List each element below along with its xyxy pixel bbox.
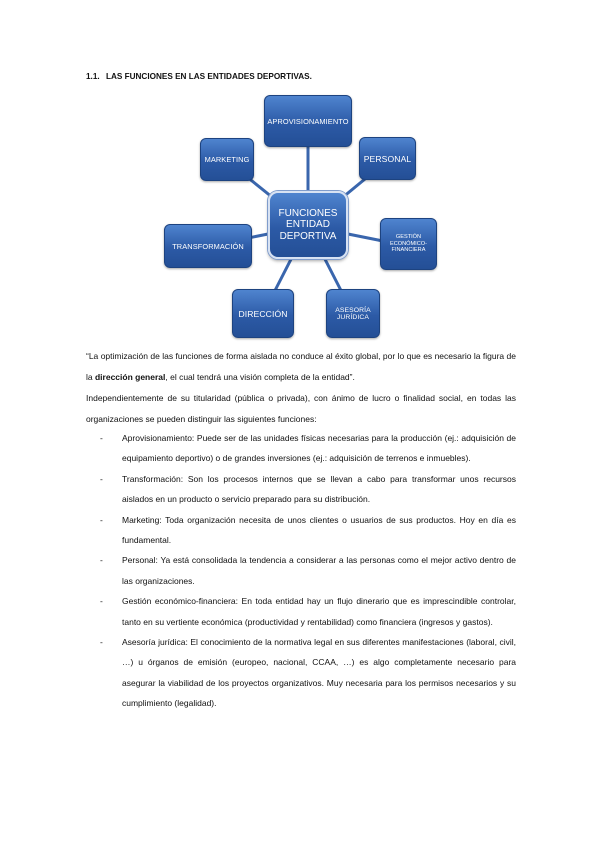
diagram-connectors (206, 123, 410, 314)
list-item-text: Marketing: Toda organización necesita de… (122, 514, 516, 546)
bullet-dash: - (100, 433, 103, 443)
list-item-text: Personal: Ya está consolidada la tendenc… (122, 555, 516, 586)
node-gestion-line-1: GESTIÓN (395, 233, 422, 240)
node-gestion-line-2: ECONÓMICO- (390, 240, 427, 247)
node-gestion-line-3: FINANCIERA (391, 247, 426, 254)
quote-text-start: “La optimización de las funciones de for… (86, 351, 516, 382)
node-asesoria-line-2: JURÍDICA (336, 313, 370, 321)
center-line-2: ENTIDAD (286, 219, 330, 231)
list-item: - Gestión económico-financiera: En toda e… (86, 591, 516, 632)
bullet-dash: - (100, 637, 103, 648)
list-item-text: Aprovisionamiento: Puede ser de las unid… (122, 433, 516, 464)
section-heading: 1.1. LAS FUNCIONES EN LAS ENTIDADES DEPO… (86, 72, 312, 81)
functions-diagram: FUNCIONES ENTIDAD DEPORTIVA APROVISIONAM… (0, 0, 599, 360)
bullet-dash: - (100, 555, 103, 566)
bullet-dash: - (100, 596, 103, 607)
node-direccion-label: DIRECCIÓN (238, 308, 288, 319)
center-line-3: DEPORTIVA (279, 230, 337, 242)
list-item: - Personal: Ya está consolidada la tenden… (86, 550, 516, 591)
node-direccion: DIRECCIÓN (232, 289, 294, 338)
node-asesoria-juridica: ASESORÍA JURÍDICA (326, 289, 380, 338)
list-item-text: Transformación: Son los procesos interno… (122, 473, 516, 505)
list-item: - Marketing: Toda organización necesita d… (86, 510, 516, 551)
list-item-text: Gestión económico-financiera: En toda en… (122, 596, 516, 627)
list-item: - Aprovisionamiento: Puede ser de las uni… (86, 428, 516, 469)
bullet-dash: - (100, 514, 103, 525)
node-aprovisionamiento-label: APROVISIONAMIENTO (267, 116, 349, 126)
center-line-1: FUNCIONES (278, 207, 338, 219)
intro-paragraph: Independientemente de su titularidad (pú… (86, 393, 516, 424)
node-marketing: MARKETING (200, 138, 254, 181)
node-transformacion: TRANSFORMACIÓN (164, 224, 252, 268)
quote-paragraph: “La optimización de las funciones de for… (86, 346, 516, 388)
node-marketing-label: MARKETING (204, 155, 250, 164)
center-node-funciones-entidad: FUNCIONES ENTIDAD DEPORTIVA (268, 191, 348, 259)
quote-text-end: , el cual tendrá una visión completa de … (165, 372, 355, 382)
list-item: - Asesoría jurídica: El conocimiento de l… (86, 632, 516, 714)
node-personal: PERSONAL (359, 137, 416, 180)
list-item-text: Asesoría jurídica: El conocimiento de la… (122, 637, 516, 709)
section-number: 1.1. (86, 72, 100, 81)
section-title: LAS FUNCIONES EN LAS ENTIDADES DEPORTIVA… (105, 72, 312, 81)
quote-bold-direccion-general: dirección general (94, 372, 166, 382)
list-item: - Transformación: Son los procesos intern… (86, 469, 516, 510)
node-gestion-economico-financiera: GESTIÓN ECONÓMICO- FINANCIERA (380, 218, 437, 270)
node-personal-label: PERSONAL (363, 153, 412, 164)
node-transformacion-label: TRANSFORMACIÓN (172, 241, 244, 251)
node-asesoria-line-1: ASESORÍA (335, 306, 371, 314)
node-aprovisionamiento: APROVISIONAMIENTO (264, 95, 352, 147)
bullet-dash: - (100, 473, 103, 484)
functions-list: - Aprovisionamiento: Puede ser de las uni… (86, 428, 516, 714)
